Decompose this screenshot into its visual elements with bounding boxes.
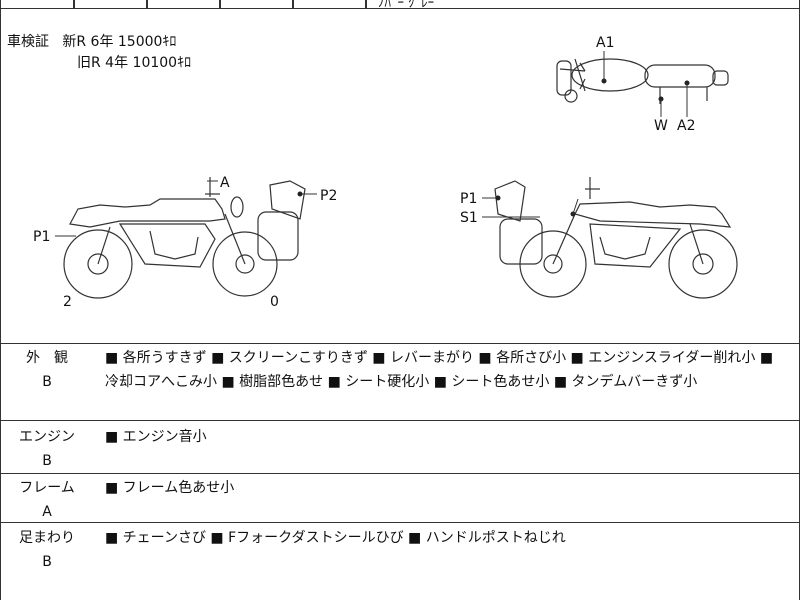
divider [0,473,800,474]
section-suspension: 足まわり B ■ チェーンさび ■ Fフォークダストシールひび ■ ハンドルポス… [0,526,800,586]
section-exterior: 外 観 B ■ 各所うすきず ■ スクリーンこすりきず ■ レバーまがり ■ 各… [0,346,800,418]
label-a1: A1 [596,35,614,51]
shaken-label: 車検証 [7,34,49,50]
strip-divider [365,0,367,9]
section-grade: A [42,504,52,520]
strip-divider [219,0,221,9]
color-fragment: ﾉﾊﾞｰ ｸﾞﾚｰ [378,0,435,11]
label-w: W [654,118,668,134]
damage-diagram: A1 W A2 A P2 P1 2 0 [33,35,738,310]
shaken-block: 車検証 新R 6年 15000ｷﾛ 旧R 4年 10100ｷﾛ [7,32,191,74]
divider [0,522,800,523]
label-a2: A2 [677,118,695,134]
section-grade: B [42,453,52,469]
section-engine: エンジン B ■ エンジン音小 [0,425,800,473]
label-tire-front: 0 [270,294,279,310]
damage-point [297,191,303,197]
section-notes: ■ 各所うすきず ■ スクリーンこすりきず ■ レバーまがり ■ 各所さび小 ■… [105,350,774,390]
section-grade: B [42,374,52,390]
shaken-old-r: 旧R 4年 10100ｷﾛ [77,55,192,71]
label-a-left: A [220,175,230,191]
divider [0,420,800,421]
top-strip: ﾉﾊﾞｰ ｸﾞﾚｰ [0,0,800,11]
motorcycle-left-view [63,177,306,299]
shaken-new-r: 新R 6年 15000ｷﾛ [62,34,177,50]
label-s1-right: S1 [460,210,478,226]
motorcycle-top-view [556,58,729,104]
label-p1-left: P1 [33,229,50,245]
strip-divider [292,0,294,9]
strip-divider [73,0,75,9]
section-frame: フレーム A ■ フレーム色あせ小 [0,476,800,524]
section-label: 足まわり [19,530,75,546]
label-p1-right: P1 [460,191,477,207]
damage-point [495,195,501,201]
label-tire-rear: 2 [63,294,72,310]
section-label: エンジン [19,429,75,445]
section-label: フレーム [19,480,75,496]
strip-divider [146,0,148,9]
label-p2-left: P2 [320,188,337,204]
divider [0,343,800,344]
section-label: 外 観 [26,350,68,366]
section-notes: ■ エンジン音小 [105,429,207,445]
section-notes: ■ フレーム色あせ小 [105,480,235,496]
motorcycle-right-view [494,177,738,299]
section-grade: B [42,554,52,570]
section-notes: ■ チェーンさび ■ Fフォークダストシールひび ■ ハンドルポストねじれ [105,530,566,546]
